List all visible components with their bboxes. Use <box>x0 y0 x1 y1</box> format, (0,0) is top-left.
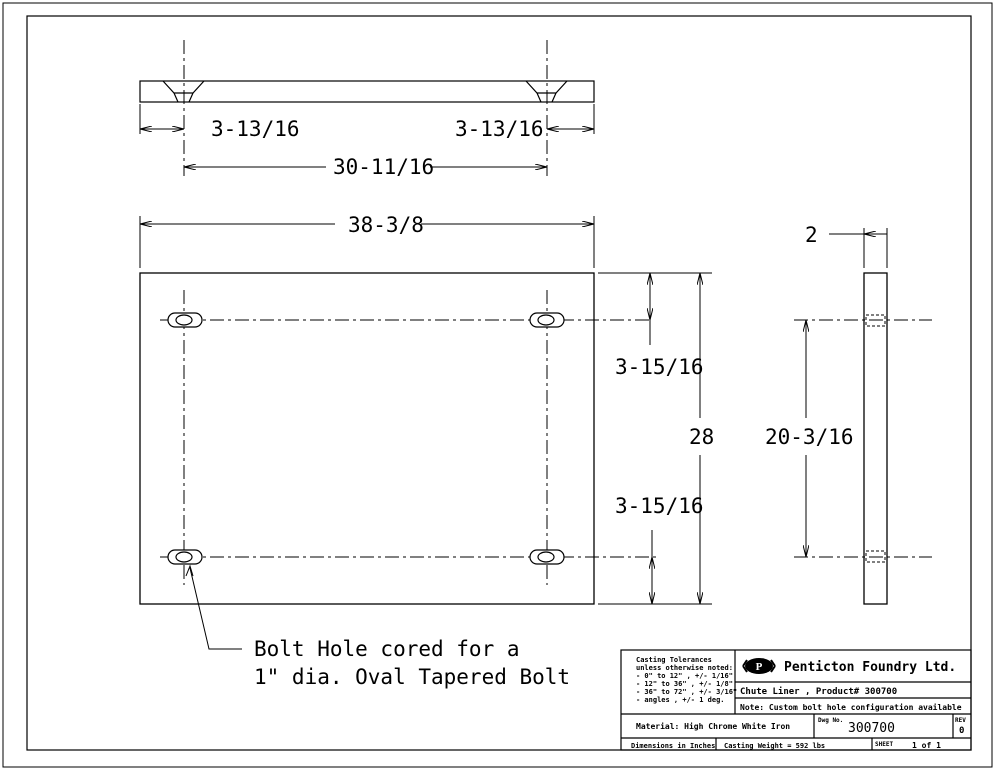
side-view-dims <box>806 228 888 557</box>
note-leader-arrow <box>185 564 194 577</box>
material-spec: Material: High Chrome White Iron <box>636 721 790 731</box>
tolerance-line-3: - 0" to 12" , +/- 1/16" <box>636 672 733 680</box>
tolerance-line-4: - 12" to 36" , +/- 1/8" <box>636 680 733 688</box>
front-view-centerlines <box>160 290 658 585</box>
dim-overall-width: 38-3/8 <box>348 213 424 237</box>
company-logo-letter: P <box>756 661 763 673</box>
top-view-dims <box>140 129 594 167</box>
dim-hole-spacing-vertical: 20-3/16 <box>765 425 854 449</box>
bolt-note-line-2: 1" dia. Oval Tapered Bolt <box>254 665 570 689</box>
plate-side-view <box>863 272 888 605</box>
bolt-note-line-1: Bolt Hole cored for a <box>254 637 520 661</box>
dim-top-right-offset: 3-13/16 <box>455 117 544 141</box>
dim-overall-height: 28 <box>689 425 714 449</box>
company-name: Penticton Foundry Ltd. <box>784 660 956 675</box>
units-note: Dimensions in Inches <box>631 742 715 750</box>
top-view <box>139 80 595 103</box>
note-leader <box>189 567 242 650</box>
custom-note: Note: Custom bolt hole configuration ava… <box>740 702 962 712</box>
bolt-hole-top-right <box>529 312 565 328</box>
dim-top-left-offset: 3-13/16 <box>211 117 300 141</box>
plate-front-view <box>139 272 595 605</box>
bolt-hole-bottom-left <box>167 549 203 565</box>
bolt-hole-bottom-right <box>529 549 565 565</box>
front-view-dims-width <box>139 216 595 268</box>
sheet-value: 1 of 1 <box>912 741 941 750</box>
dim-thickness: 2 <box>805 223 818 247</box>
dwg-number: 300700 <box>848 721 895 736</box>
title-block-frame <box>620 649 972 751</box>
tolerance-line-2: unless otherwise noted: <box>636 664 733 672</box>
dim-top-edge-to-hole: 3-15/16 <box>615 355 704 379</box>
tolerance-line-1: Casting Tolerances <box>636 656 712 664</box>
product-description: Chute Liner , Product# 300700 <box>740 686 897 697</box>
company-logo: P <box>742 658 776 674</box>
rev-label: REV <box>955 717 966 724</box>
tolerance-line-5: - 36" to 72" , +/- 3/16" <box>636 688 737 696</box>
side-view-holes <box>865 314 886 563</box>
dim-bottom-edge-to-hole: 3-15/16 <box>615 494 704 518</box>
sheet-label: SHEET <box>875 741 893 748</box>
bolt-hole-top-left <box>167 312 203 328</box>
top-view-centerlines <box>183 40 548 176</box>
side-view-centerlines <box>794 319 932 558</box>
front-view-dims-height <box>598 272 712 605</box>
drawing-border <box>26 15 972 751</box>
tolerance-notes: Casting Tolerances unless otherwise note… <box>636 656 737 704</box>
casting-weight: Casting Weight = 592 lbs <box>724 742 825 750</box>
rev-value: 0 <box>959 726 964 736</box>
tolerance-line-6: - angles , +/- 1 deg. <box>636 696 725 704</box>
dim-hole-spacing-horizontal: 30-11/16 <box>333 155 434 179</box>
dwg-label: Dwg No. <box>818 717 843 724</box>
